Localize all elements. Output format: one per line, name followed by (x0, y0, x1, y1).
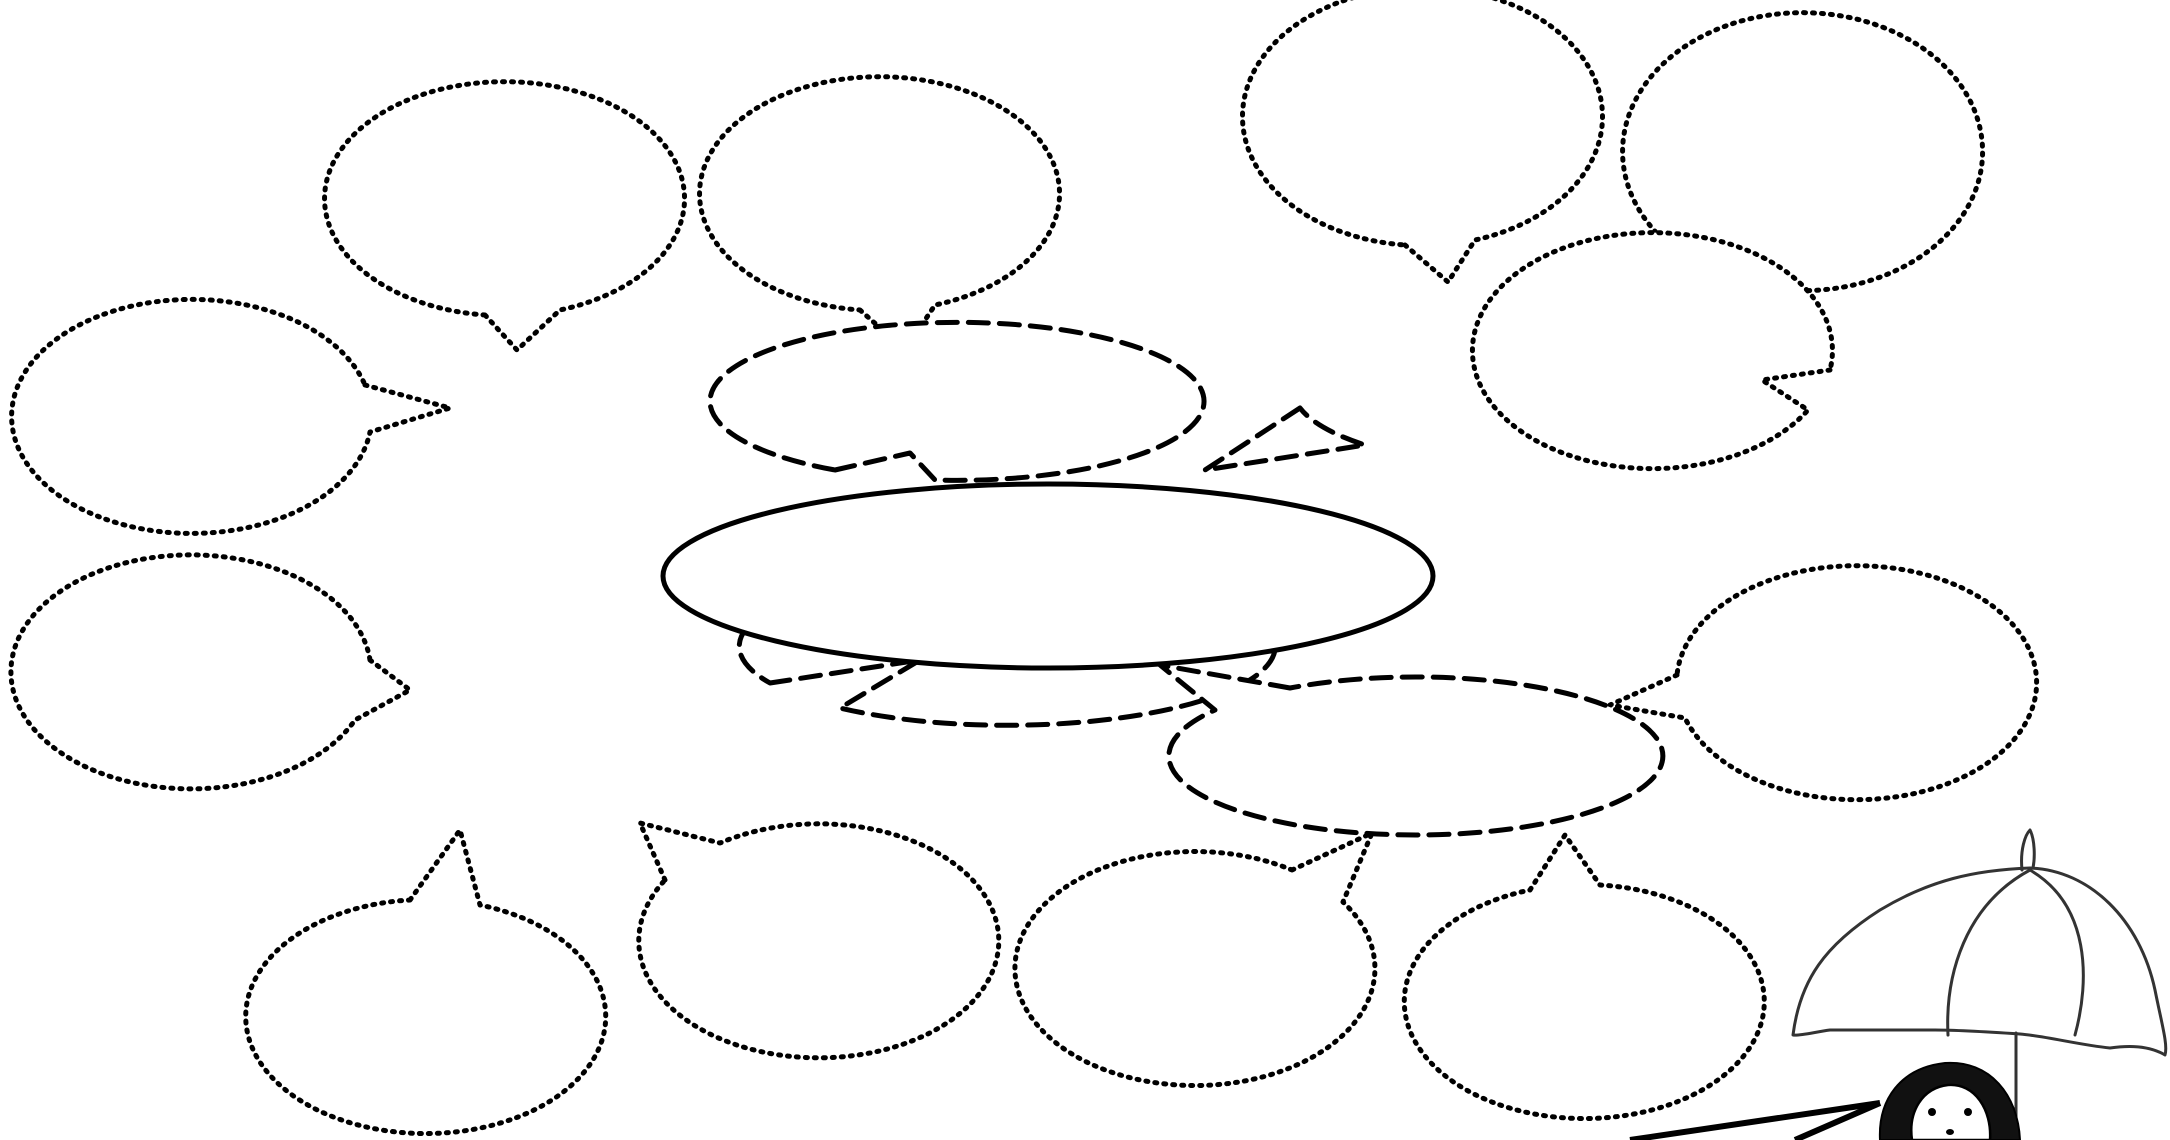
detail-bubble-bottom-right-2[interactable] (1404, 835, 1764, 1119)
girl-eye (1928, 1108, 1936, 1116)
detail-bubble-bottom-right-3[interactable] (1610, 566, 2037, 800)
central-bubble[interactable] (663, 484, 1433, 668)
detail-bubble-bottom-left-2[interactable] (246, 830, 606, 1134)
detail-bubble-top-left-2[interactable] (700, 77, 1060, 350)
main-bubble-top-left[interactable] (710, 322, 1204, 480)
umbrella-rib (2030, 870, 2083, 1035)
girl-eye (1964, 1108, 1972, 1116)
main-bubble-bottom-right[interactable] (1160, 665, 1663, 835)
umbrella-rib (1948, 870, 2030, 1035)
detail-bubble-bottom-right-1[interactable] (1015, 833, 1375, 1086)
umbrella-tip (2022, 830, 2035, 870)
main-bubble-top-right[interactable] (1205, 408, 1365, 470)
detail-bubble-top-right-3[interactable] (1472, 233, 1832, 469)
detail-bubble-bottom-left-1[interactable] (11, 555, 410, 789)
detail-bubble-top-right-1[interactable] (1242, 0, 1602, 282)
detail-bubble-top-left-1[interactable] (325, 82, 685, 350)
girl-mouth (1946, 1129, 1954, 1135)
detail-bubble-top-left-3[interactable] (12, 299, 450, 533)
detail-bubble-bottom-left-3[interactable] (639, 823, 999, 1058)
umbrella-canopy (1793, 868, 2166, 1055)
